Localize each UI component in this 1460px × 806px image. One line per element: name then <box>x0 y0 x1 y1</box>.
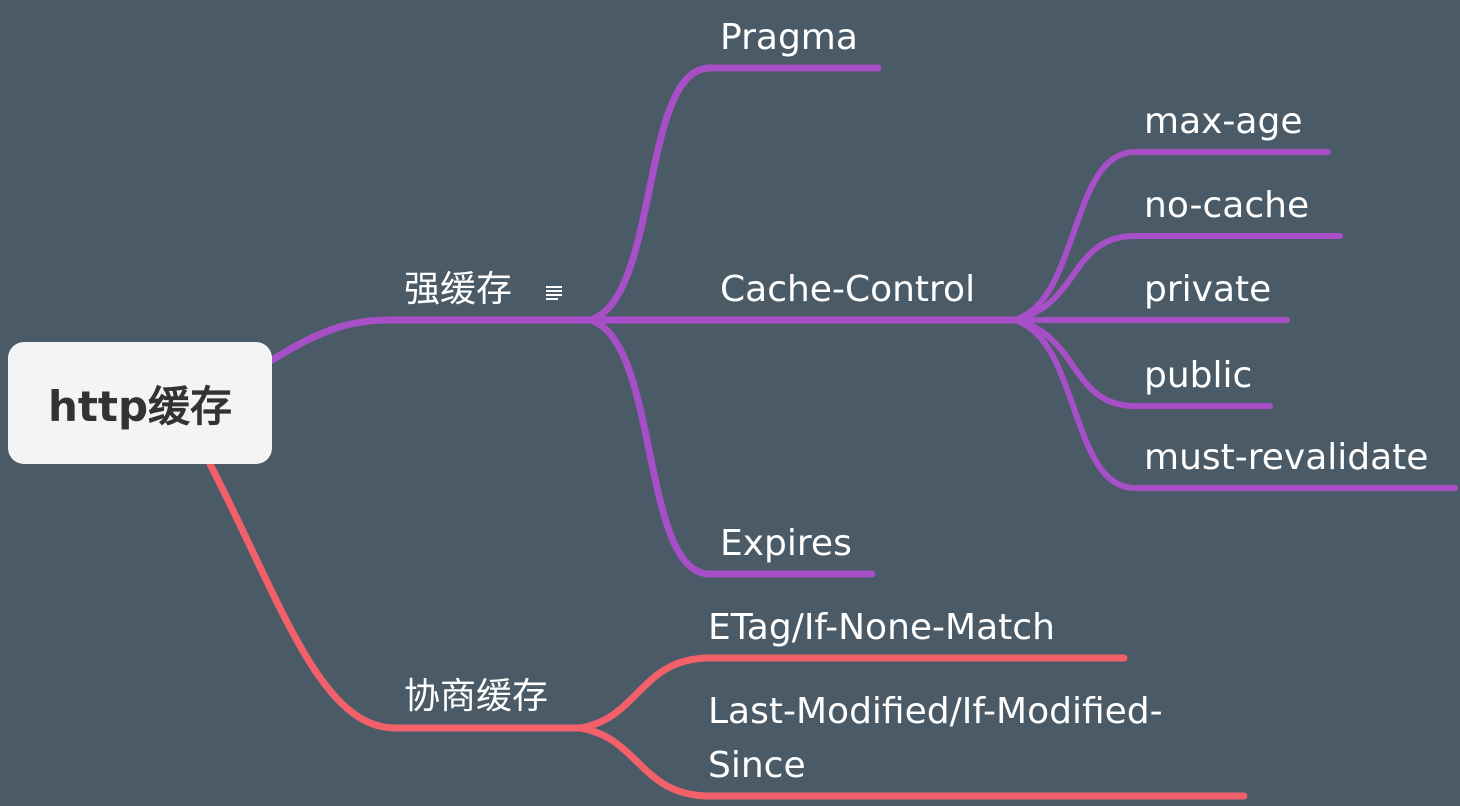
link-cc-must-revalidate <box>1012 317 1458 491</box>
link-root-negotiated-cache <box>206 460 584 732</box>
link-cc-no-cache <box>1012 233 1343 323</box>
link-neg-etag <box>576 654 1128 732</box>
root-node-label: http缓存 <box>47 381 233 431</box>
link-cc-public <box>1012 317 1273 409</box>
branch-strong-cache-label[interactable]: 强缓存 <box>404 269 513 310</box>
node-cache-control[interactable]: Cache-Control <box>720 269 976 310</box>
link-neg-last-modified <box>576 724 1248 800</box>
node-no-cache[interactable]: no-cache <box>1144 185 1310 226</box>
node-public[interactable]: public <box>1144 355 1253 396</box>
node-private[interactable]: private <box>1144 269 1272 310</box>
node-etag-if-none-match[interactable]: ETag/If-None-Match <box>708 607 1055 648</box>
link-strong-pragma <box>586 64 882 324</box>
node-pragma[interactable]: Pragma <box>720 17 858 58</box>
node-must-revalidate[interactable]: must-revalidate <box>1144 437 1429 478</box>
link-cc-max-age <box>1012 149 1331 323</box>
branch-negotiated-cache-label[interactable]: 协商缓存 <box>404 676 549 717</box>
node-last-modified-line1[interactable]: Last-Modified/If-Modified- <box>708 691 1163 732</box>
node-expires[interactable]: Expires <box>720 523 852 564</box>
node-last-modified-line2[interactable]: Since <box>708 745 806 786</box>
note-lines-icon[interactable] <box>546 284 564 300</box>
root-node[interactable]: http缓存 <box>8 342 272 464</box>
link-root-strong-cache <box>268 316 599 364</box>
link-strong-expires <box>586 316 876 578</box>
node-max-age[interactable]: max-age <box>1144 101 1303 142</box>
